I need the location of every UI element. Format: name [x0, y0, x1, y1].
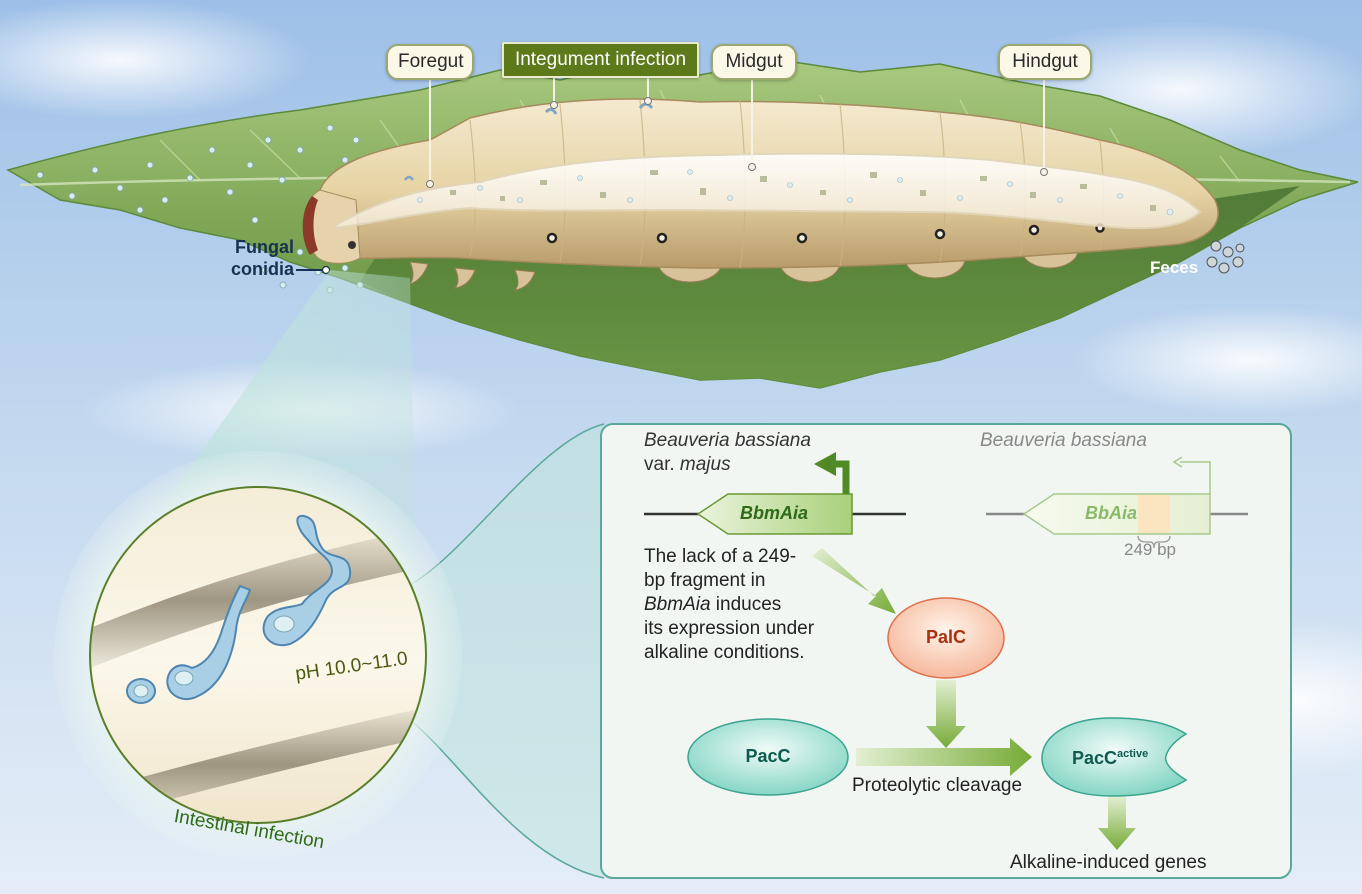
integument-infection-label: Integument infection: [502, 42, 699, 78]
pacc-active-label: PacCactive: [1072, 748, 1148, 769]
species-right-label: Beauveria bassiana: [980, 429, 1147, 453]
gene-bbmaia-label: BbmAia: [740, 503, 808, 524]
note-gene: BbmAia: [644, 594, 711, 615]
alkaline-genes-label: Alkaline-induced genes: [1010, 851, 1206, 875]
foregut-label: Foregut: [386, 44, 474, 80]
species-left-variety: var. majus: [644, 453, 731, 477]
midgut-label: Midgut: [711, 44, 797, 80]
fragment-size-label: 249 bp: [1124, 540, 1176, 560]
mechanism-note: The lack of a 249- bp fragment in BbmAia…: [644, 545, 814, 665]
palc-label: PalC: [916, 627, 976, 648]
pacc-active-sup: active: [1117, 748, 1148, 760]
variety-name: majus: [680, 454, 731, 475]
species-left-label: Beauveria bassiana: [644, 429, 811, 453]
fungal-conidia-label: Fungal conidia: [216, 236, 294, 280]
hindgut-label: Hindgut: [998, 44, 1092, 80]
cleavage-label: Proteolytic cleavage: [852, 774, 1022, 798]
variety-prefix: var.: [644, 454, 680, 475]
gene-bbaia-label: BbAia: [1085, 503, 1137, 524]
pacc-label: PacC: [728, 746, 808, 767]
missing-fragment: [1138, 495, 1170, 533]
feces-label: Feces: [1150, 258, 1198, 278]
